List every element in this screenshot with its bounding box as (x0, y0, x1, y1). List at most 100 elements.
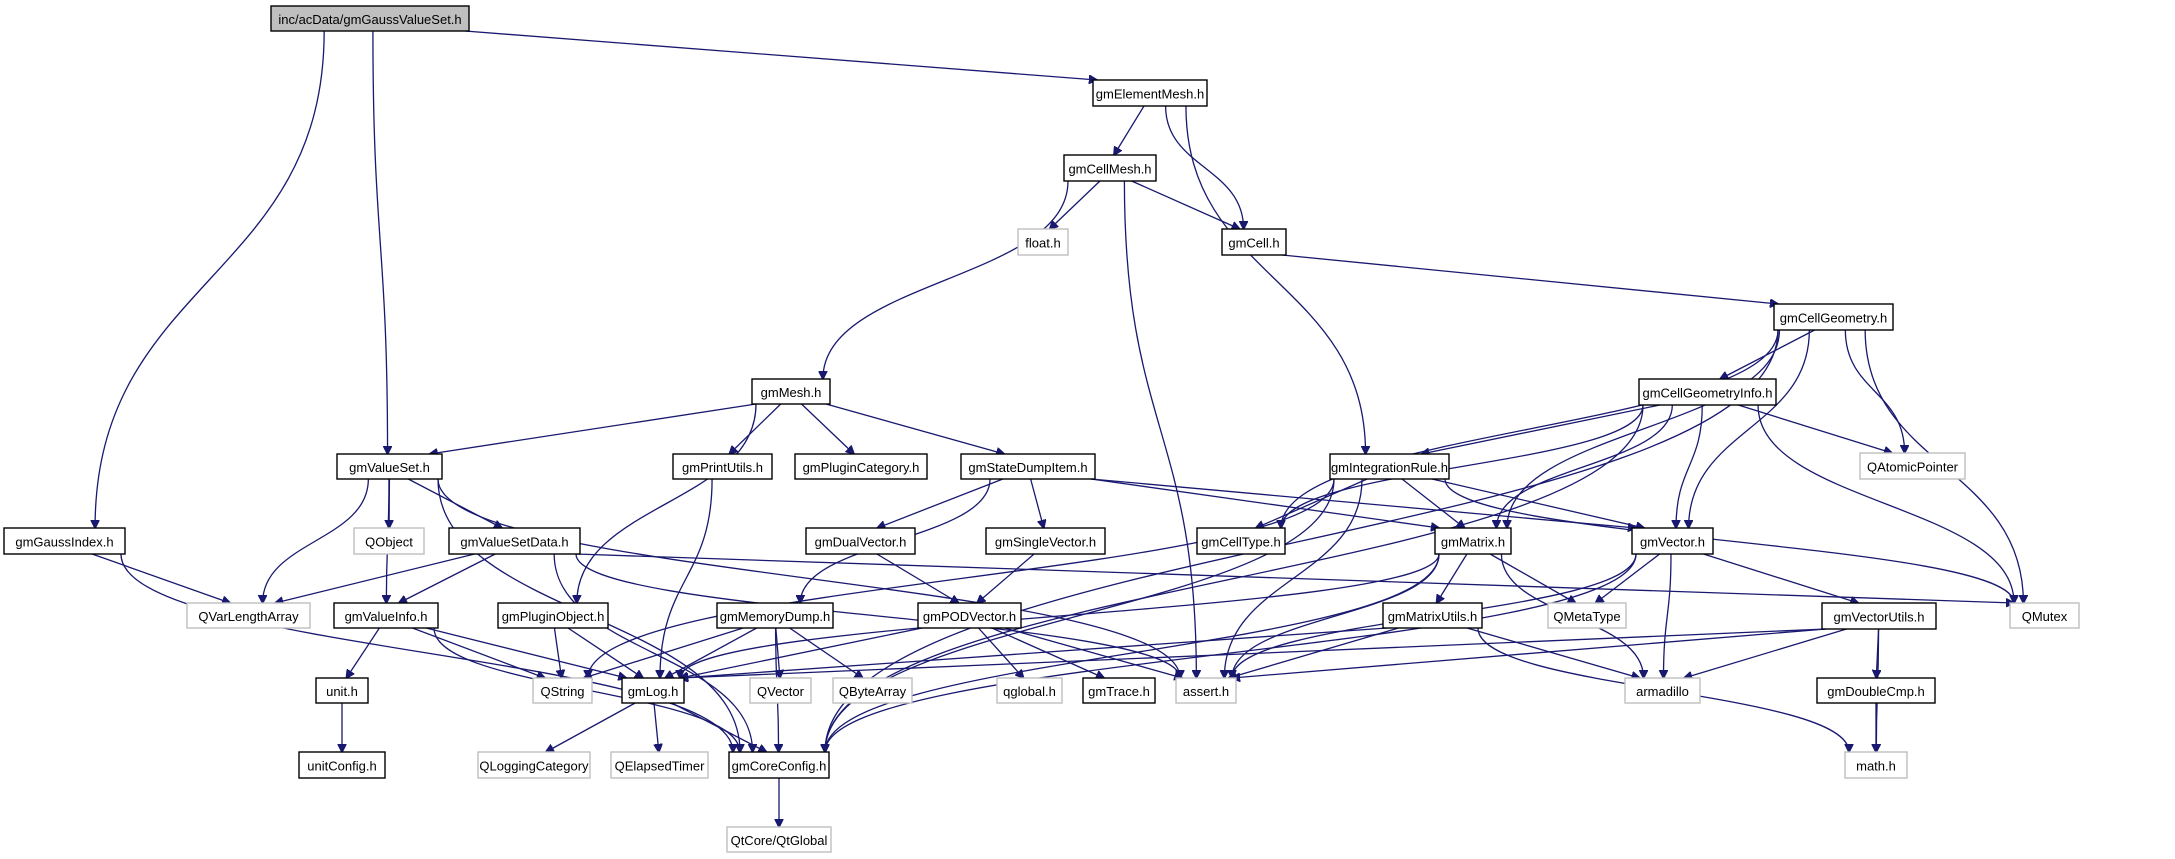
node-gm-vector[interactable]: gmVector.h (1631, 527, 1714, 555)
node-gm-trace[interactable]: gmTrace.h (1082, 677, 1156, 704)
edge-gm-state-dump-item-to-gm-vector (1090, 478, 1636, 528)
edge-root-to-gm-element-mesh (464, 30, 1097, 80)
edge-gm-memory-dump-to-gm-log (665, 627, 758, 678)
node-gm-vector-utils[interactable]: gmVectorUtils.h (1821, 602, 1937, 630)
node-label: gmMatrix.h (1441, 535, 1505, 550)
node-label: QtCore/QtGlobal (731, 833, 828, 848)
node-gm-value-info[interactable]: gmValueInfo.h (333, 602, 439, 629)
edge-gm-element-mesh-to-gm-cell-mesh (1114, 105, 1145, 155)
edge-gm-podvector-to-qglobal (978, 627, 1024, 678)
node-gm-integration-rule[interactable]: gmIntegrationRule.h (1329, 453, 1450, 480)
node-qmeta-type[interactable]: QMetaType (1547, 602, 1627, 629)
edge-gm-cell-geometry-to-qatomic-pointer (1844, 329, 1904, 453)
node-gm-plugin-object[interactable]: gmPluginObject.h (497, 602, 609, 629)
node-label: gmCellGeometry.h (1780, 311, 1887, 326)
node-box (794, 453, 928, 480)
node-gm-mesh[interactable]: gmMesh.h (751, 378, 831, 405)
node-box (749, 677, 812, 704)
node-assert[interactable]: assert.h (1175, 677, 1237, 704)
node-qstring[interactable]: QString (532, 677, 593, 704)
node-gm-value-set[interactable]: gmValueSet.h (336, 453, 443, 480)
node-unit-config[interactable]: unitConfig.h (298, 751, 386, 779)
node-box (1175, 677, 1237, 704)
node-box (532, 677, 593, 704)
node-gm-dual-vector[interactable]: gmDualVector.h (805, 527, 916, 555)
node-label: QString (540, 684, 584, 699)
edge-gm-vector-to-gm-core-config (825, 553, 1637, 752)
edge-gm-cell-geometry-to-gm-matrix (1507, 329, 1781, 528)
node-gm-cell[interactable]: gmCell.h (1221, 228, 1287, 256)
edge-gm-mesh-to-gm-print-utils (729, 403, 782, 454)
node-box (333, 602, 439, 629)
node-gm-cell-type[interactable]: gmCellType.h (1196, 527, 1286, 555)
edge-gm-matrix-utils-to-armadillo (1466, 627, 1640, 678)
edge-gm-integration-rule-to-qstring (588, 478, 1335, 678)
node-gm-core-config[interactable]: gmCoreConfig.h (728, 751, 830, 779)
node-box (917, 602, 1022, 629)
node-gm-matrix[interactable]: gmMatrix.h (1434, 527, 1512, 555)
edge-gm-cell-geometry-info-to-gm-vector (1676, 404, 1703, 528)
edge-gm-value-set-to-assert (437, 478, 1180, 678)
node-label: QVector (757, 684, 805, 699)
edge-gm-vector-utils-to-gm-log (680, 628, 1827, 678)
edge-gm-print-utils-to-gm-log (660, 478, 713, 678)
edge-gm-integration-rule-to-assert (1224, 478, 1363, 678)
node-qelapsed-timer[interactable]: QElapsedTimer (610, 751, 709, 779)
node-math[interactable]: math.h (1844, 751, 1908, 779)
node-box (1434, 527, 1512, 555)
edge-gm-matrix-to-gm-log (680, 553, 1440, 678)
node-qobject[interactable]: QObject (353, 527, 425, 555)
node-gm-memory-dump[interactable]: gmMemoryDump.h (716, 602, 834, 629)
node-box (751, 378, 831, 405)
node-gm-gauss-index[interactable]: gmGaussIndex.h (3, 527, 126, 555)
edge-gm-plugin-object-to-gm-log (567, 627, 643, 678)
node-gm-state-dump-item[interactable]: gmStateDumpItem.h (960, 453, 1096, 480)
edge-gm-state-dump-item-to-gm-dual-vector (877, 478, 1004, 528)
node-gm-plugin-category[interactable]: gmPluginCategory.h (794, 453, 928, 480)
node-gm-log[interactable]: gmLog.h (621, 677, 685, 704)
node-qvar-length-array[interactable]: QVarLengthArray (186, 602, 311, 629)
edge-gm-single-vector-to-gm-podvector (977, 553, 1035, 603)
node-qatomic-pointer[interactable]: QAtomicPointer (1859, 452, 1966, 480)
node-gm-cell-geometry[interactable]: gmCellGeometry.h (1773, 303, 1894, 331)
node-label: gmPluginCategory.h (803, 460, 920, 475)
node-label: gmMesh.h (761, 385, 822, 400)
edge-gm-memory-dump-to-qstring (584, 627, 744, 678)
edge-gm-vector-utils-to-assert (1232, 628, 1827, 678)
node-unit[interactable]: unit.h (315, 677, 369, 704)
node-label: gmCoreConfig.h (732, 759, 827, 774)
node-qlogging-category[interactable]: QLoggingCategory (477, 751, 591, 779)
node-gm-cell-geometry-info[interactable]: gmCellGeometryInfo.h (1638, 378, 1777, 406)
node-gm-element-mesh[interactable]: gmElementMesh.h (1092, 79, 1208, 107)
root-node[interactable]: inc/acData/gmGaussValueSet.h (270, 5, 470, 32)
edge-gm-value-info-to-qstring (412, 627, 544, 678)
node-gm-podvector[interactable]: gmPODVector.h (917, 602, 1022, 629)
edge-gm-value-info-to-unit (346, 627, 380, 678)
edge-gm-integration-rule-to-gm-core-config (825, 478, 1335, 752)
node-float[interactable]: float.h (1017, 228, 1069, 256)
node-gm-matrix-utils[interactable]: gmMatrixUtils.h (1382, 602, 1483, 629)
edge-gm-mesh-to-gm-value-set (430, 403, 757, 454)
edge-gm-cell-geometry-info-to-gm-matrix (1496, 404, 1673, 528)
edge-gm-cell-geometry-info-to-qmutex (1757, 404, 2014, 603)
node-gm-cell-mesh[interactable]: gmCellMesh.h (1063, 154, 1157, 182)
node-gm-value-set-data[interactable]: gmValueSetData.h (448, 527, 581, 555)
node-qmutex[interactable]: QMutex (2009, 602, 2080, 629)
node-box (1816, 677, 1936, 704)
edge-gm-cell-mesh-to-gm-cell (1131, 180, 1240, 229)
edge-gm-memory-dump-to-qvector (776, 627, 780, 678)
node-gm-double-cmp[interactable]: gmDoubleCmp.h (1816, 677, 1936, 704)
node-armadillo[interactable]: armadillo (1624, 677, 1701, 704)
node-box (1624, 677, 1701, 704)
node-gm-single-vector[interactable]: gmSingleVector.h (985, 527, 1106, 555)
node-qglobal[interactable]: qglobal.h (996, 677, 1063, 704)
node-qvector[interactable]: QVector (749, 677, 812, 704)
edge-gm-integration-rule-to-gm-cell-type (1256, 478, 1368, 528)
node-box (1547, 602, 1627, 629)
node-gm-print-utils[interactable]: gmPrintUtils.h (672, 453, 773, 480)
edge-gm-value-set-data-to-gm-value-info (399, 553, 496, 603)
node-qbyte-array[interactable]: QByteArray (832, 677, 913, 704)
node-box (270, 5, 470, 32)
node-qt-global[interactable]: QtCore/QtGlobal (726, 826, 832, 853)
edge-gm-cell-geometry-to-gm-core-config (825, 329, 1779, 752)
